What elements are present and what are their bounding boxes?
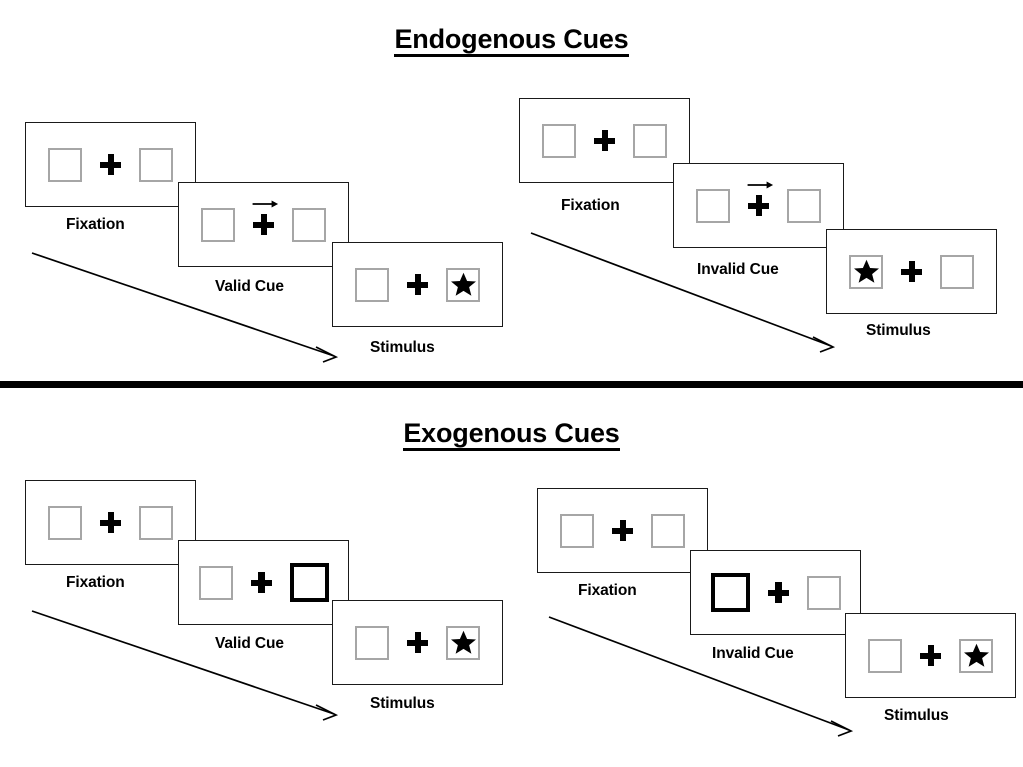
panel-content <box>542 123 667 158</box>
section-title-endogenous: Endogenous Cues <box>0 24 1023 58</box>
section-divider <box>0 381 1023 388</box>
fixation-cross-icon <box>407 274 428 295</box>
panel-fixation[interactable] <box>519 98 690 183</box>
target-box-left <box>849 254 883 289</box>
panel-label-stimulus: Stimulus <box>884 707 949 724</box>
fixation-cross-icon <box>747 181 773 216</box>
panel-content <box>48 505 173 540</box>
panel-fixation[interactable] <box>25 122 196 207</box>
placeholder-box-left <box>201 207 235 242</box>
fixation-cross-icon <box>252 200 278 235</box>
panel-stimulus[interactable] <box>332 242 503 327</box>
panel-content <box>849 254 974 289</box>
star-icon <box>450 272 476 296</box>
arrow-right-cue-icon <box>747 181 773 189</box>
placeholder-box-left <box>868 638 902 673</box>
target-box-right <box>446 625 480 660</box>
placeholder-box-left <box>542 123 576 158</box>
target-box-right <box>959 638 993 673</box>
panel-content <box>710 573 841 612</box>
target-box-right <box>446 267 480 302</box>
panel-content <box>48 147 173 182</box>
panel-label-invalid-cue: Invalid Cue <box>697 261 779 278</box>
panel-label-fixation: Fixation <box>578 582 637 599</box>
placeholder-box-left <box>560 513 594 548</box>
panel-content <box>198 563 329 602</box>
section-exogenous: Exogenous Cues Fixation Valid Cue <box>0 392 1023 767</box>
placeholder-box-left <box>355 267 389 302</box>
fixation-cross-icon <box>612 520 633 541</box>
placeholder-box-left <box>48 147 82 182</box>
panel-label-stimulus: Stimulus <box>370 339 435 356</box>
placeholder-box-left <box>355 625 389 660</box>
placeholder-box-left <box>48 505 82 540</box>
placeholder-box-right <box>139 505 173 540</box>
star-icon <box>450 630 476 654</box>
panel-label-valid-cue: Valid Cue <box>215 278 284 295</box>
panel-label-invalid-cue: Invalid Cue <box>712 645 794 662</box>
placeholder-box-left <box>696 188 730 223</box>
cued-box-right <box>289 563 329 602</box>
section-title-endogenous-text: Endogenous Cues <box>394 25 629 58</box>
fixation-cross-icon <box>901 261 922 282</box>
placeholder-box-right <box>651 513 685 548</box>
fixation-cross-icon <box>920 645 941 666</box>
placeholder-box-right <box>633 123 667 158</box>
panel-content <box>355 625 480 660</box>
fixation-cross-icon <box>407 632 428 653</box>
panel-label-fixation: Fixation <box>561 197 620 214</box>
fixation-cross-icon <box>594 130 615 151</box>
panel-fixation[interactable] <box>537 488 708 573</box>
panel-content <box>868 638 993 673</box>
panel-valid-cue[interactable] <box>178 540 349 625</box>
placeholder-box-right <box>292 207 326 242</box>
section-title-exogenous-text: Exogenous Cues <box>403 419 620 452</box>
placeholder-box-right <box>940 254 974 289</box>
panel-valid-cue[interactable] <box>178 182 349 267</box>
panel-label-valid-cue: Valid Cue <box>215 635 284 652</box>
star-icon <box>963 643 989 667</box>
section-title-exogenous: Exogenous Cues <box>0 418 1023 452</box>
panel-fixation[interactable] <box>25 480 196 565</box>
panel-label-stimulus: Stimulus <box>866 322 931 339</box>
panel-stimulus[interactable] <box>845 613 1016 698</box>
placeholder-box-right <box>787 188 821 223</box>
fixation-cross-icon <box>100 512 121 533</box>
panel-label-fixation: Fixation <box>66 216 125 233</box>
panel-label-fixation: Fixation <box>66 574 125 591</box>
panel-content <box>201 200 326 242</box>
panel-label-stimulus: Stimulus <box>370 695 435 712</box>
panel-content <box>355 267 480 302</box>
fixation-cross-icon <box>100 154 121 175</box>
arrow-right-cue-icon <box>252 200 278 208</box>
panel-invalid-cue[interactable] <box>690 550 861 635</box>
panel-stimulus[interactable] <box>826 229 997 314</box>
panel-stimulus[interactable] <box>332 600 503 685</box>
cued-box-left <box>710 573 750 612</box>
placeholder-box-right <box>806 575 841 610</box>
panel-content <box>696 181 821 223</box>
panel-invalid-cue[interactable] <box>673 163 844 248</box>
placeholder-box-right <box>139 147 173 182</box>
fixation-cross-icon <box>767 582 789 603</box>
star-icon <box>853 259 879 283</box>
section-endogenous: Endogenous Cues Fixation <box>0 24 1023 363</box>
panel-content <box>560 513 685 548</box>
placeholder-box-left <box>198 565 233 600</box>
fixation-cross-icon <box>250 572 272 593</box>
